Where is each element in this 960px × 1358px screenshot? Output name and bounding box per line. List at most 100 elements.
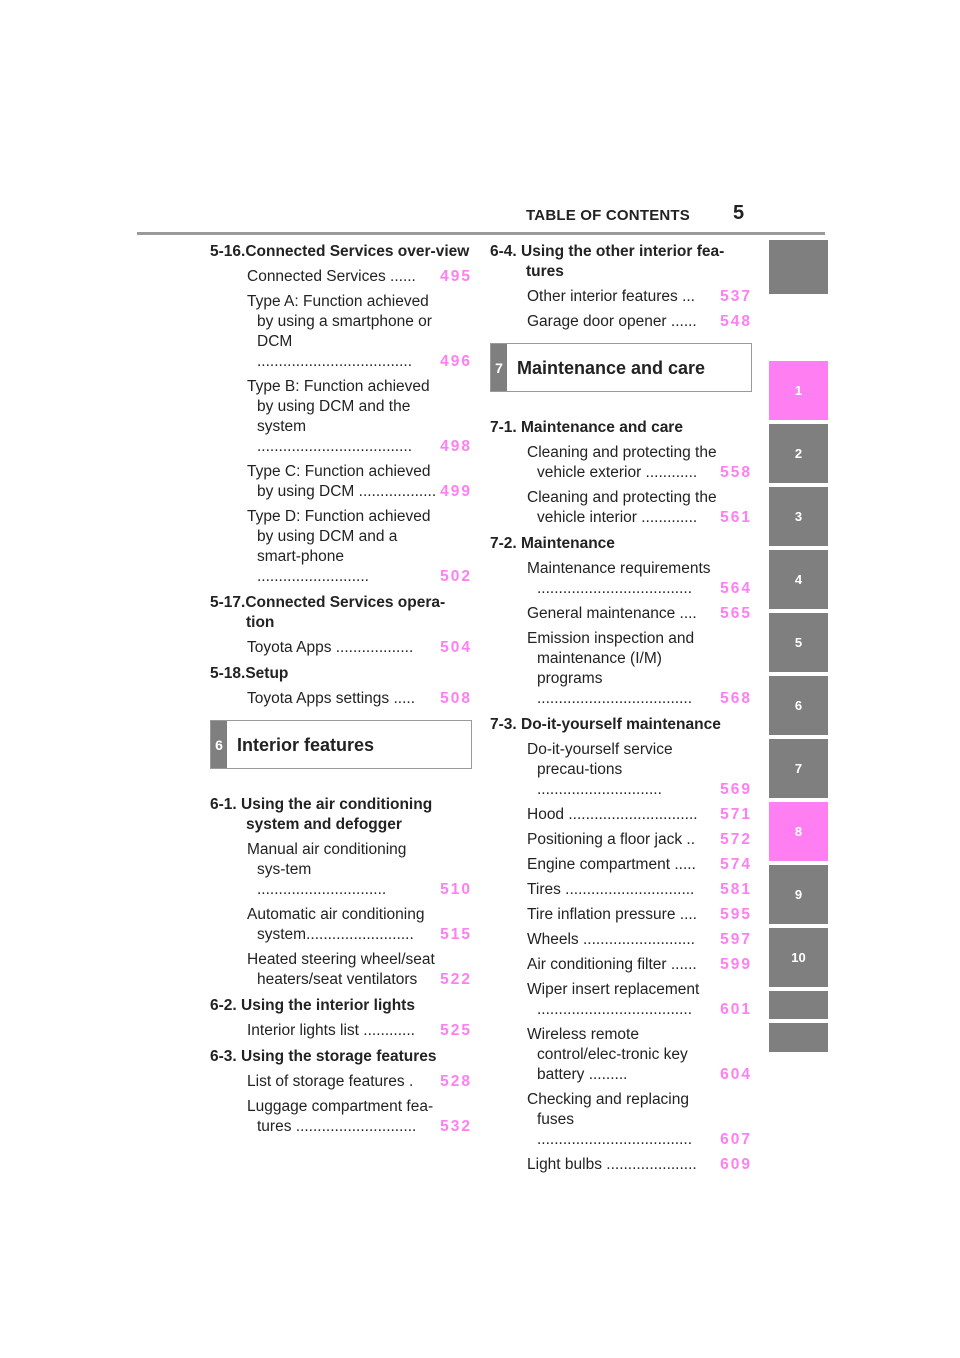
entry-page-link[interactable]: 571 [720,806,752,823]
toc-entry[interactable]: Type D: Function achieved by using DCM a… [247,507,472,587]
side-tab-label: 9 [794,887,803,902]
side-tab-label: 5 [794,635,803,650]
entry-page-link[interactable]: 522 [440,971,472,988]
entry-title: Wireless remote control/elec-tronic key … [527,1026,688,1083]
toc-entry[interactable]: Light bulbs .....................609 [527,1155,752,1175]
side-tab-7[interactable]: 7 [769,739,828,798]
entry-title: Other interior features ... [527,288,695,305]
entry-page-link[interactable]: 508 [440,690,472,707]
entry-page-link[interactable]: 499 [440,483,472,500]
side-tab-1[interactable]: 1 [769,361,828,420]
side-tab-2[interactable]: 2 [769,424,828,483]
chapter-title: Interior features [237,734,375,755]
entry-page-link[interactable]: 565 [720,605,752,622]
entry-page-link[interactable]: 496 [440,353,472,370]
toc-entry[interactable]: Type B: Function achieved by using DCM a… [247,377,472,457]
side-tab-label: 7 [794,761,803,776]
side-tab-5[interactable]: 5 [769,613,828,672]
toc-entry[interactable]: Tires ..............................581 [527,880,752,900]
toc-entry[interactable]: Maintenance requirements ...............… [527,559,752,599]
entry-title: Connected Services ...... [247,268,416,285]
entry-page-link[interactable]: 495 [440,268,472,285]
toc-entry[interactable]: Other interior features ... 537 [527,287,752,307]
toc-entry[interactable]: Tire inflation pressure ....595 [527,905,752,925]
section-heading: 6-1. Using the air conditioning system a… [210,796,433,833]
entry-page-link[interactable]: 548 [720,313,752,330]
entry-page-link[interactable]: 581 [720,881,752,898]
toc-entry[interactable]: Wireless remote control/elec-tronic key … [527,1025,752,1085]
side-tab-6[interactable]: 6 [769,676,828,735]
entry-page-link[interactable]: 498 [440,438,472,455]
toc-entry[interactable]: Interior lights list ............525 [247,1021,472,1041]
page-header-title: TABLE OF CONTENTS [526,207,690,224]
toc-entry[interactable]: Connected Services ...... 495 [247,267,472,287]
toc-entry[interactable]: General maintenance ....565 [527,604,752,624]
side-tab-4[interactable]: 4 [769,550,828,609]
entry-page-link[interactable]: 572 [720,831,752,848]
toc-entry[interactable]: Automatic air conditioning system.......… [247,905,472,945]
entry-page-link[interactable]: 510 [440,881,472,898]
entry-page-link[interactable]: 607 [720,1131,752,1148]
entry-page-link[interactable]: 568 [720,690,752,707]
toc-section-6-2: 6-2. Using the interior lights [210,996,472,1016]
entry-page-link[interactable]: 609 [720,1156,752,1173]
entry-page-link[interactable]: 528 [440,1073,472,1090]
toc-entry[interactable]: Garage door opener ......548 [527,312,752,332]
toc-entry[interactable]: Do-it-yourself service precau-tions ....… [527,740,752,800]
toc-entry[interactable]: Checking and replacing fuses ...........… [527,1090,752,1150]
entry-page-link[interactable]: 561 [720,509,752,526]
toc-entry[interactable]: Type C: Function achieved by using DCM .… [247,462,472,502]
entry-title: Cleaning and protecting the vehicle exte… [527,444,717,481]
entry-page-link[interactable]: 532 [440,1118,472,1135]
toc-section-5-18: 5-18.Setup [210,664,472,684]
entry-page-link[interactable]: 595 [720,906,752,923]
toc-entry[interactable]: Air conditioning filter ...... 599 [527,955,752,975]
entry-title: Wheels .......................... [527,931,695,948]
toc-entry[interactable]: Type A: Function achieved by using a sma… [247,292,472,372]
entry-page-link[interactable]: 597 [720,931,752,948]
entry-page-link[interactable]: 525 [440,1022,472,1039]
side-tab-10[interactable]: 10 [769,928,828,987]
toc-entry[interactable]: Toyota Apps settings .....508 [247,689,472,709]
entry-page-link[interactable]: 537 [720,288,752,305]
side-tab-label: 2 [794,446,803,461]
section-heading: 5-17.Connected Services opera-tion [210,594,446,631]
entry-page-link[interactable]: 515 [440,926,472,943]
entry-page-link[interactable]: 504 [440,639,472,656]
entry-page-link[interactable]: 564 [720,580,752,597]
entry-title: List of storage features . [247,1073,414,1090]
section-heading: 5-16.Connected Services over-view [210,243,470,260]
toc-entry[interactable]: Heated steering wheel/seat heaters/seat … [247,950,472,990]
entry-page-link[interactable]: 569 [720,781,752,798]
toc-entry[interactable]: Manual air conditioning sys-tem ........… [247,840,472,900]
side-tab-blank-top[interactable] [769,240,828,294]
toc-entry[interactable]: Luggage compartment fea-tures ..........… [247,1097,472,1137]
toc-section-7-1: 7-1. Maintenance and care [490,418,752,438]
side-tab-8[interactable]: 8 [769,802,828,861]
toc-entry[interactable]: Positioning a floor jack ..572 [527,830,752,850]
entry-page-link[interactable]: 574 [720,856,752,873]
side-tab-label: 6 [794,698,803,713]
entry-page-link[interactable]: 599 [720,956,752,973]
toc-entry[interactable]: Cleaning and protecting the vehicle exte… [527,443,752,483]
side-tab-blank-1[interactable] [769,991,828,1019]
toc-entry[interactable]: Wheels .......................... 597 [527,930,752,950]
toc-entry[interactable]: Engine compartment .....574 [527,855,752,875]
toc-entry[interactable]: Wiper insert replacement ...............… [527,980,752,1020]
entry-page-link[interactable]: 604 [720,1066,752,1083]
entry-page-link[interactable]: 601 [720,1001,752,1018]
toc-entry[interactable]: Toyota Apps ..................504 [247,638,472,658]
entry-page-link[interactable]: 502 [440,568,472,585]
toc-entry[interactable]: Hood ..............................571 [527,805,752,825]
side-tab-blank-2[interactable] [769,1023,828,1052]
entry-title: Air conditioning filter ...... [527,956,697,973]
side-tab-9[interactable]: 9 [769,865,828,924]
side-tab-3[interactable]: 3 [769,487,828,546]
toc-entry[interactable]: List of storage features . 528 [247,1072,472,1092]
side-tab-label: 4 [794,572,803,587]
toc-entry[interactable]: Emission inspection and maintenance (I/M… [527,629,752,709]
toc-entry[interactable]: Cleaning and protecting the vehicle inte… [527,488,752,528]
entry-page-link[interactable]: 558 [720,464,752,481]
